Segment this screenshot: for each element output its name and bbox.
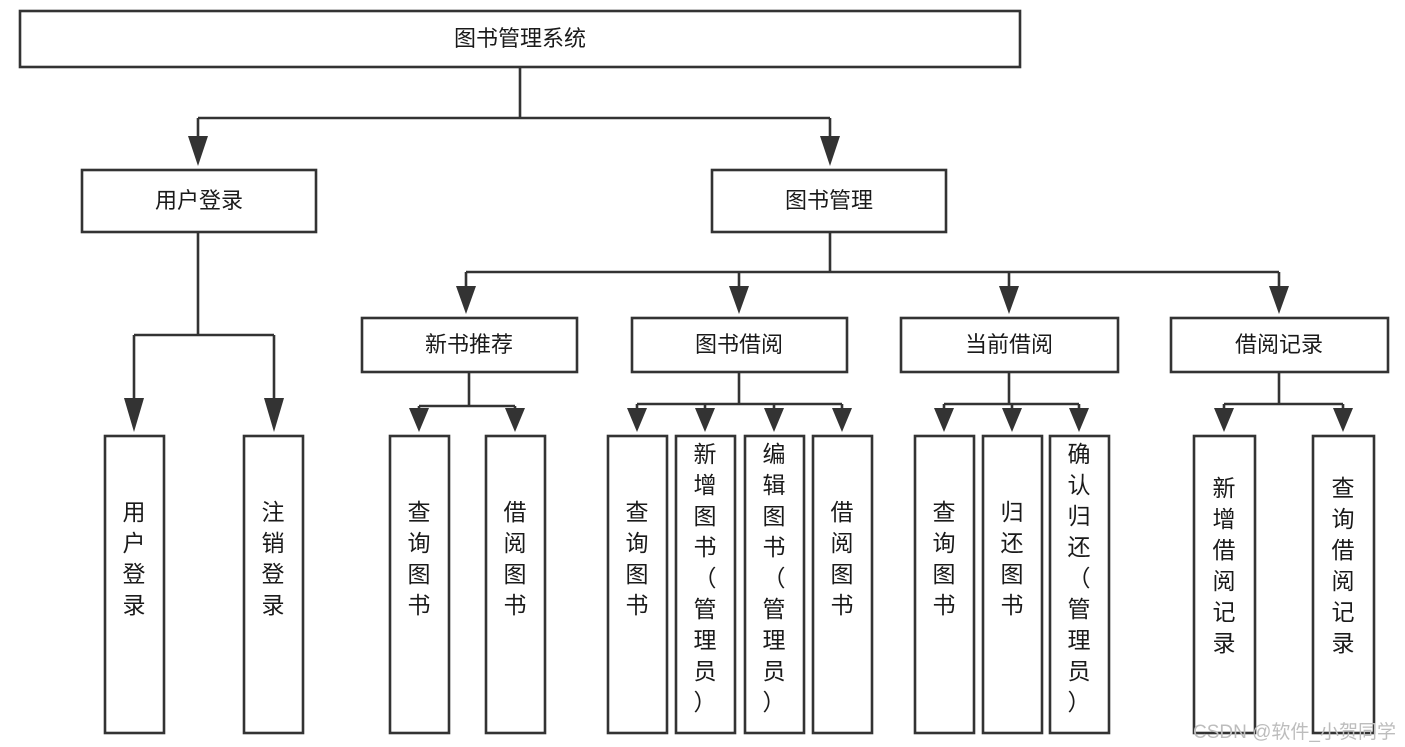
node-leaf-add-record-box[interactable] <box>1192 434 1257 735</box>
node-leaf-query-book-2-box[interactable] <box>606 434 669 735</box>
arrow-head-user-login <box>188 136 208 166</box>
node-root-label: 图书管理系统 <box>454 26 586 51</box>
node-leaf-query-book-3-label: 查询图书 <box>933 499 956 618</box>
arrow-head-leaf-return-book <box>1002 408 1022 432</box>
node-leaf-user-login[interactable]: 用户登录 <box>103 434 166 735</box>
node-book-borrow-box[interactable] <box>630 316 849 374</box>
node-leaf-borrow-book-2-label: 借阅图书 <box>831 499 854 618</box>
node-leaf-return-book-box[interactable] <box>981 434 1044 735</box>
node-leaf-confirm-return[interactable]: 确认归还（管理员） <box>1048 434 1111 735</box>
arrow-head-leaf-query-book-3 <box>934 408 954 432</box>
node-borrow-record-label: 借阅记录 <box>1235 332 1323 357</box>
node-new-book-rec-box[interactable] <box>360 316 579 374</box>
node-new-book-rec-label: 新书推荐 <box>425 332 513 357</box>
node-book-manage-box[interactable] <box>710 168 948 234</box>
arrow-head-leaf-borrow-book-2 <box>832 408 852 432</box>
connector-group-book-borrow-to-leaves <box>627 372 852 432</box>
connector-group-root-to-level1 <box>188 67 840 166</box>
arrow-head-leaf-query-book-2 <box>627 408 647 432</box>
arrow-head-leaf-add-record <box>1214 408 1234 432</box>
node-user-login-label: 用户登录 <box>155 188 243 213</box>
arrow-head-borrow-record <box>1269 286 1289 314</box>
node-current-borrow-box[interactable] <box>899 316 1120 374</box>
node-leaf-return-book-label: 归还图书 <box>1001 499 1024 618</box>
node-root-box[interactable] <box>18 9 1022 69</box>
node-user-login-box[interactable] <box>80 168 318 234</box>
node-leaf-query-book-1-box[interactable] <box>388 434 451 735</box>
arrow-head-leaf-edit-book <box>764 408 784 432</box>
node-leaf-query-record[interactable]: 查询借阅记录 <box>1311 434 1376 735</box>
node-leaf-query-book-3[interactable]: 查询图书 <box>913 434 976 735</box>
arrow-head-current-borrow <box>999 286 1019 314</box>
node-current-borrow[interactable]: 当前借阅 <box>899 316 1120 374</box>
watermark-label: CSDN @软件_小贺同学 <box>1193 721 1396 743</box>
node-leaf-edit-book-label: 编辑图书（管理员） <box>763 441 786 715</box>
node-leaf-user-login-label: 用户登录 <box>123 499 146 618</box>
node-user-login[interactable]: 用户登录 <box>80 168 318 234</box>
node-book-borrow-label: 图书借阅 <box>695 332 783 357</box>
node-leaf-logout[interactable]: 注销登录 <box>242 434 305 735</box>
node-leaf-query-book-2[interactable]: 查询图书 <box>606 434 669 735</box>
connector-group-book-manage-to-level2 <box>456 232 1289 314</box>
arrow-head-leaf-logout <box>264 398 284 432</box>
arrow-head-leaf-user-login <box>124 398 144 432</box>
node-leaf-query-record-box[interactable] <box>1311 434 1376 735</box>
node-current-borrow-label: 当前借阅 <box>965 332 1053 357</box>
connector-group-current-borrow-to-leaves <box>934 372 1089 432</box>
arrow-head-leaf-confirm-return <box>1069 408 1089 432</box>
arrow-head-leaf-query-book-1 <box>409 408 429 432</box>
node-leaf-add-book-label: 新增图书（管理员） <box>694 441 717 715</box>
node-leaf-confirm-return-label: 确认归还（管理员） <box>1068 441 1091 715</box>
node-leaf-query-book-1[interactable]: 查询图书 <box>388 434 451 735</box>
arrow-head-new-book-rec <box>456 286 476 314</box>
node-leaf-confirm-return-box[interactable] <box>1048 434 1111 735</box>
arrow-head-book-borrow <box>729 286 749 314</box>
node-root[interactable]: 图书管理系统 <box>18 9 1022 69</box>
node-leaf-edit-book-box[interactable] <box>743 434 806 735</box>
node-leaf-query-book-1-label: 查询图书 <box>408 499 431 618</box>
arrow-head-leaf-query-record <box>1333 408 1353 432</box>
node-leaf-edit-book[interactable]: 编辑图书（管理员） <box>743 434 806 735</box>
arrow-head-leaf-borrow-book-1 <box>505 408 525 432</box>
node-leaf-return-book[interactable]: 归还图书 <box>981 434 1044 735</box>
arrow-head-leaf-add-book <box>695 408 715 432</box>
node-borrow-record-box[interactable] <box>1169 316 1390 374</box>
node-leaf-add-book[interactable]: 新增图书（管理员） <box>674 434 737 735</box>
arrow-head-book-manage <box>820 136 840 166</box>
node-leaf-query-record-label: 查询借阅记录 <box>1332 475 1355 656</box>
node-book-manage-label: 图书管理 <box>785 188 873 213</box>
connector-group-borrow-record-to-leaves <box>1214 372 1353 432</box>
node-leaf-borrow-book-1-box[interactable] <box>484 434 547 735</box>
node-leaf-logout-label: 注销登录 <box>262 499 285 618</box>
node-leaf-borrow-book-2[interactable]: 借阅图书 <box>811 434 874 735</box>
node-leaf-add-record[interactable]: 新增借阅记录 <box>1192 434 1257 735</box>
node-leaf-query-book-2-label: 查询图书 <box>626 499 649 618</box>
node-new-book-rec[interactable]: 新书推荐 <box>360 316 579 374</box>
node-leaf-user-login-box[interactable] <box>103 434 166 735</box>
node-leaf-borrow-book-1-label: 借阅图书 <box>504 499 527 618</box>
node-leaf-logout-box[interactable] <box>242 434 305 735</box>
connector-group-user-login-to-leaves <box>124 232 284 432</box>
connector-group-new-book-rec-to-leaves <box>409 372 525 432</box>
node-leaf-borrow-book-1[interactable]: 借阅图书 <box>484 434 547 735</box>
node-leaf-query-book-3-box[interactable] <box>913 434 976 735</box>
node-leaf-add-record-label: 新增借阅记录 <box>1213 475 1236 656</box>
node-book-borrow[interactable]: 图书借阅 <box>630 316 849 374</box>
node-leaf-borrow-book-2-box[interactable] <box>811 434 874 735</box>
node-book-manage[interactable]: 图书管理 <box>710 168 948 234</box>
node-borrow-record[interactable]: 借阅记录 <box>1169 316 1390 374</box>
node-leaf-add-book-box[interactable] <box>674 434 737 735</box>
